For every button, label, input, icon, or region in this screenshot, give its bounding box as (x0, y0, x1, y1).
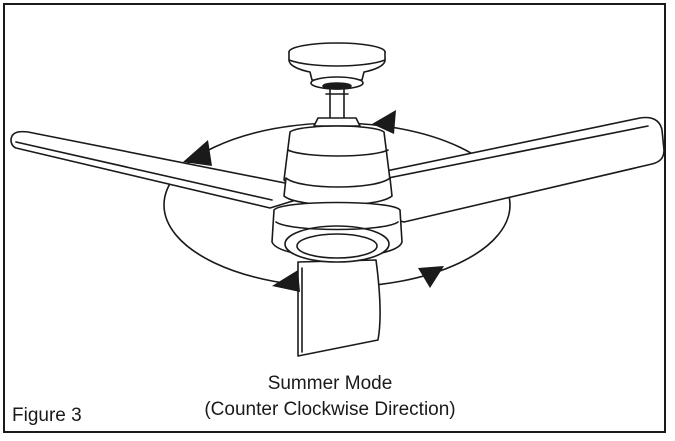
rotation-arrow-icon (272, 270, 300, 292)
fan-blade-front (297, 259, 381, 357)
fan-light-kit (271, 201, 403, 263)
fan-blade-right (361, 116, 665, 223)
rotation-arrow-icon (183, 140, 212, 166)
fan-motor-housing (283, 117, 393, 206)
fan-canopy (288, 42, 386, 90)
fan-downrod (325, 87, 349, 119)
mode-direction: (Counter Clockwise Direction) (204, 399, 456, 420)
rotation-arrow-icon (372, 110, 396, 134)
figure-label: Figure 3 (12, 405, 82, 426)
figure-frame (3, 3, 666, 433)
mode-title: Summer Mode (267, 373, 393, 394)
rotation-arrow-icon (418, 266, 444, 288)
fan-blade-left (10, 130, 301, 209)
